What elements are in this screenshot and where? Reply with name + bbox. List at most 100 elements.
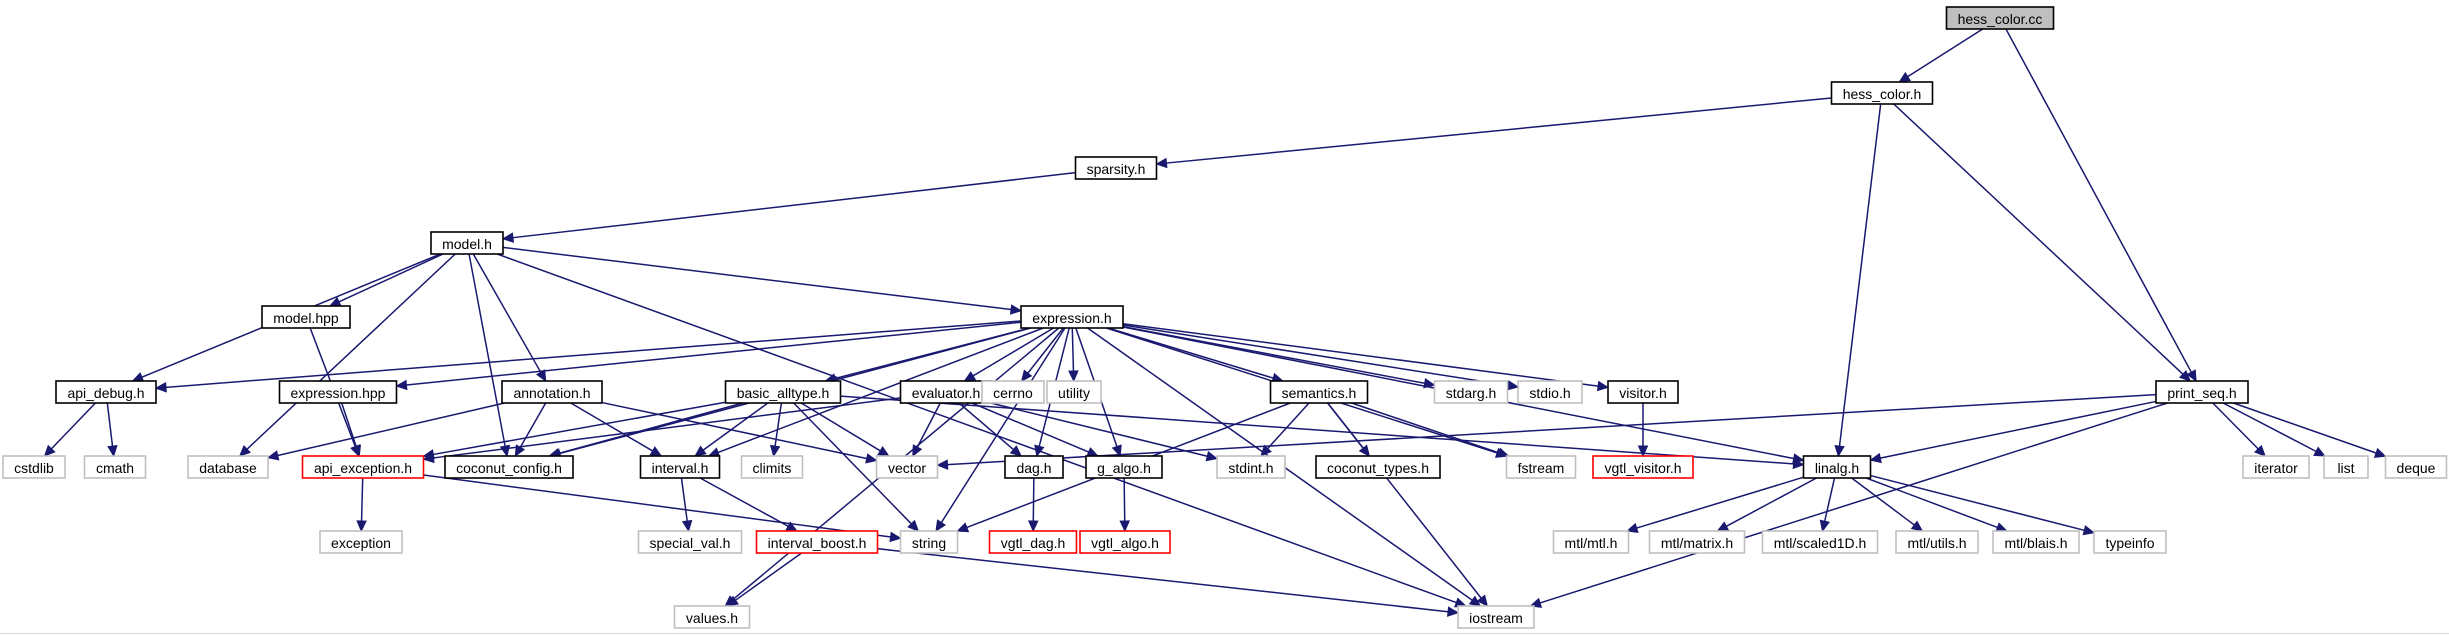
edge-expression_h-to-evaluator_h: [963, 327, 1054, 382]
node-model-hpp[interactable]: model.hpp: [261, 305, 351, 329]
node-coconut-config-h[interactable]: coconut_config.h: [444, 455, 574, 479]
node-stdarg-h: stdarg.h: [1433, 380, 1509, 404]
node-dag-h[interactable]: dag.h: [1004, 455, 1064, 479]
edge-hess_color_h-to-sparsity_h: [1155, 97, 1832, 169]
node-stdint-h: stdint.h: [1216, 455, 1286, 479]
node-interval-h[interactable]: interval.h: [639, 455, 721, 479]
edge-expression_h-to-expression_hpp: [395, 321, 1022, 391]
node-vgtl-visitor-h[interactable]: vgtl_visitor.h: [1592, 455, 1694, 479]
edge-basic_alltype_h-to-string: [793, 402, 920, 532]
edge-interval_boost_h-to-values_h: [726, 552, 803, 607]
edge-model_h-to-model_hpp: [328, 253, 444, 307]
edge-print_seq_h-to-list: [2222, 402, 2326, 457]
node-label: mtl/mtl.h: [1565, 535, 1618, 551]
node-mtl-scaled1D-h: mtl/scaled1D.h: [1761, 530, 1879, 554]
node-label: hess_color.cc: [1958, 11, 2043, 27]
edge-semantics_h-to-fstream: [1351, 402, 1510, 458]
node-vgtl-algo-h[interactable]: vgtl_algo.h: [1079, 530, 1171, 554]
node-mtl-blais-h: mtl/blais.h: [1992, 530, 2080, 554]
node-label: hess_color.h: [1843, 86, 1922, 102]
edge-basic_alltype_h-to-interval_h: [694, 402, 769, 457]
node-label: interval_boost.h: [768, 535, 867, 551]
edge-api_debug_h-to-cmath: [106, 402, 118, 458]
edge-annotation_h-to-vector: [601, 401, 878, 464]
node-annotation-h[interactable]: annotation.h: [501, 380, 603, 404]
edge-annotation_h-to-database: [266, 402, 505, 461]
node-label: string: [912, 535, 946, 551]
node-label: mtl/matrix.h: [1661, 535, 1733, 551]
node-label: stdarg.h: [1446, 385, 1497, 401]
edge-annotation_h-to-coconut_config_h: [514, 402, 547, 458]
node-string: string: [899, 530, 959, 554]
node-label: iostream: [1469, 610, 1523, 626]
edges-layer: [43, 28, 2387, 617]
edge-model_h-to-expression_h: [502, 246, 1023, 315]
node-g-algo-h[interactable]: g_algo.h: [1085, 455, 1163, 479]
edge-expression_h-to-api_debug_h: [154, 320, 1022, 393]
node-linalg-h[interactable]: linalg.h: [1802, 455, 1872, 479]
node-exception: exception: [319, 530, 403, 554]
edge-model_h-to-coconut_config_h: [468, 253, 511, 458]
edge-interval_boost_h-to-iostream: [877, 547, 1460, 617]
edge-interval_h-to-special_val_h: [680, 477, 693, 533]
node-label: mtl/utils.h: [1907, 535, 1966, 551]
node-model-h[interactable]: model.h: [430, 231, 504, 255]
node-api-exception-h[interactable]: api_exception.h: [301, 455, 425, 479]
node-hess-color-h[interactable]: hess_color.h: [1830, 81, 1934, 105]
node-label: cmath: [96, 460, 134, 476]
node-coconut-types-h[interactable]: coconut_types.h: [1315, 455, 1441, 479]
edge-linalg_h-to-mtl_mtl_h: [1625, 476, 1804, 533]
edge-evaluator_h-to-stdint_h: [990, 402, 1219, 462]
node-semantics-h[interactable]: semantics.h: [1269, 380, 1369, 404]
node-interval-boost-h[interactable]: interval_boost.h: [755, 530, 879, 554]
node-label: mtl/scaled1D.h: [1774, 535, 1867, 551]
edge-print_seq_h-to-iostream: [1529, 402, 2168, 608]
node-label: utility: [1058, 385, 1090, 401]
node-typeinfo: typeinfo: [2093, 530, 2167, 554]
node-label: climits: [753, 460, 792, 476]
node-expression-hpp[interactable]: expression.hpp: [278, 380, 398, 404]
edge-print_seq_h-to-linalg_h: [1869, 400, 2157, 464]
node-visitor-h[interactable]: visitor.h: [1607, 380, 1679, 404]
node-label: values.h: [686, 610, 738, 626]
edge-semantics_h-to-stdint_h: [1260, 402, 1310, 457]
edge-visitor_h-to-vgtl_visitor_h: [1637, 403, 1649, 458]
node-mtl-utils-h: mtl/utils.h: [1895, 530, 1979, 554]
node-label: fstream: [1518, 460, 1565, 476]
edge-linalg_h-to-mtl_matrix_h: [1716, 477, 1817, 532]
node-label: vgtl_dag.h: [1001, 535, 1066, 551]
edge-api_debug_h-to-cstdlib: [43, 402, 96, 457]
node-label: semantics.h: [1282, 385, 1357, 401]
node-label: interval.h: [652, 460, 709, 476]
node-evaluator-h[interactable]: evaluator.h: [899, 380, 993, 404]
node-sparsity-h[interactable]: sparsity.h: [1074, 156, 1158, 180]
node-vector: vector: [875, 455, 939, 479]
node-basic-alltype-h[interactable]: basic_alltype.h: [724, 380, 842, 404]
node-label: cerrno: [993, 385, 1033, 401]
node-label: vgtl_algo.h: [1091, 535, 1159, 551]
node-print-seq-h[interactable]: print_seq.h: [2155, 380, 2249, 404]
node-label: coconut_config.h: [456, 460, 562, 476]
node-api-debug-h[interactable]: api_debug.h: [55, 380, 157, 404]
edge-sparsity_h-to-model_h: [501, 171, 1076, 243]
edge-evaluator_h-to-g_algo_h: [971, 402, 1100, 457]
node-label: model.h: [442, 236, 492, 252]
node-cmath: cmath: [83, 455, 147, 479]
node-label: sparsity.h: [1087, 161, 1146, 177]
node-vgtl-dag-h[interactable]: vgtl_dag.h: [988, 530, 1078, 554]
edge-basic_alltype_h-to-climits: [769, 402, 783, 458]
node-label: iterator: [2254, 460, 2298, 476]
node-label: stdint.h: [1228, 460, 1273, 476]
edge-linalg_h-to-mtl_scaled1D_h: [1819, 477, 1836, 533]
node-mtl-mtl-h: mtl/mtl.h: [1552, 530, 1630, 554]
edge-linalg_h-to-typeinfo: [1870, 474, 2096, 536]
node-label: model.hpp: [273, 310, 339, 326]
edge-expression_h-to-utility: [1068, 327, 1079, 383]
node-expression-h[interactable]: expression.h: [1020, 305, 1124, 329]
edge-expression_h-to-stdio_h: [1122, 324, 1520, 391]
node-label: evaluator.h: [912, 385, 981, 401]
node-label: list: [2337, 460, 2354, 476]
node-label: exception: [331, 535, 391, 551]
edge-interval_h-to-interval_boost_h: [699, 477, 798, 532]
edge-hess_color_cc-to-hess_color_h: [1898, 28, 1984, 83]
